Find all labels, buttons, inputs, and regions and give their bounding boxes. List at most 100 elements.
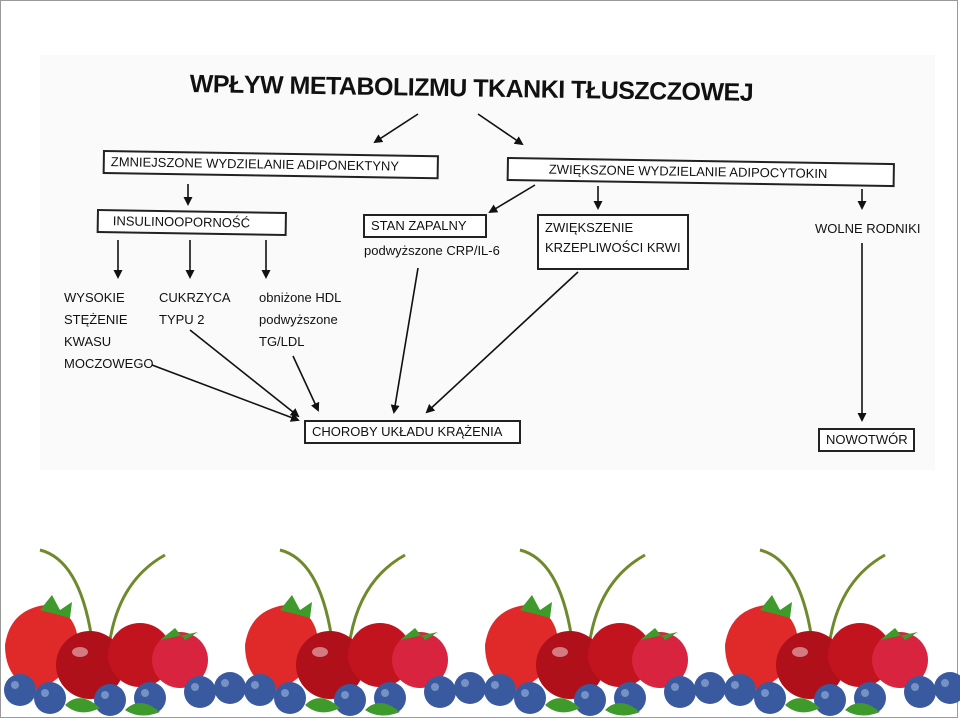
leaf xyxy=(305,698,340,713)
node-lipids-line-1: obniżone HDL xyxy=(259,290,342,305)
blueberry xyxy=(184,676,216,708)
node-type2-diabetes: CUKRZYCA TYPU 2 xyxy=(159,287,231,331)
cherry xyxy=(536,631,604,699)
blueberry-highlight xyxy=(521,689,529,697)
cherry-highlight xyxy=(312,647,328,657)
blueberry-highlight xyxy=(431,683,439,691)
node-diabetes-line-1: CUKRZYCA xyxy=(159,290,231,305)
arrow-inflammation-to-cardio xyxy=(390,267,419,414)
strawberry-leaf xyxy=(40,595,72,618)
cherry-stem xyxy=(759,548,814,641)
node-uric-acid-line-2: STĘŻENIE xyxy=(64,312,128,327)
node-uric-acid-line-3: KWASU xyxy=(64,334,112,349)
blueberry-highlight xyxy=(191,683,199,691)
arrow-title-to-adipocytokines xyxy=(477,113,524,146)
leaf xyxy=(605,702,640,716)
node-uric-acid-line-1: WYSOKIE xyxy=(64,290,125,305)
blueberry-highlight xyxy=(761,689,769,697)
blueberry xyxy=(34,682,66,714)
blueberry xyxy=(664,676,696,708)
blueberry xyxy=(334,684,366,716)
fruit-cluster xyxy=(244,548,486,716)
blueberry xyxy=(694,672,726,704)
node-lipids: obniżone HDL podwyższone TG/LDL xyxy=(259,287,341,353)
blueberry xyxy=(424,676,456,708)
raspberry-leaf xyxy=(880,628,918,640)
node-coagulation-line-2: KRZEPLIWOŚCI KRWI xyxy=(545,240,681,255)
blueberry xyxy=(514,682,546,714)
arrow-lipids-to-cardio xyxy=(292,355,320,412)
arrow-adipocytokines-to-inflammation xyxy=(488,184,536,214)
leaf xyxy=(125,702,160,716)
arrow-diabetes-to-cardio xyxy=(189,329,300,418)
strawberry-leaf xyxy=(280,595,312,618)
leaf xyxy=(845,702,880,716)
cherry-stem xyxy=(519,548,574,641)
cherry-stem xyxy=(348,553,406,641)
blueberry-highlight xyxy=(251,681,259,689)
cherry-stem xyxy=(108,553,166,641)
node-uric-acid-line-4: MOCZOWEGO xyxy=(64,356,154,371)
leaf xyxy=(545,698,580,713)
blueberry-highlight xyxy=(141,689,149,697)
blueberry-highlight xyxy=(41,689,49,697)
cherry-highlight xyxy=(792,647,808,657)
raspberry xyxy=(872,632,928,688)
cherry-highlight xyxy=(552,647,568,657)
blueberry xyxy=(274,682,306,714)
blueberry xyxy=(244,674,276,706)
strawberry-leaf xyxy=(520,595,552,618)
blueberry xyxy=(484,674,516,706)
raspberry-leaf xyxy=(640,628,678,640)
blueberry-highlight xyxy=(461,679,469,687)
raspberry xyxy=(152,632,208,688)
blueberry xyxy=(934,672,960,704)
blueberry xyxy=(4,674,36,706)
node-lipids-line-2: podwyższone xyxy=(259,312,338,327)
node-coagulation-line-1: ZWIĘKSZENIE xyxy=(545,220,634,235)
node-inflammation: STAN ZAPALNY xyxy=(363,214,487,239)
blueberry-highlight xyxy=(581,691,589,699)
leaf xyxy=(785,698,820,713)
node-coagulation: ZWIĘKSZENIE KRZEPLIWOŚCI KRWI xyxy=(537,214,689,270)
blueberry-highlight xyxy=(341,691,349,699)
fruit-cluster xyxy=(724,548,960,716)
blueberry-highlight xyxy=(281,689,289,697)
blueberry-highlight xyxy=(941,679,949,687)
blueberry xyxy=(754,682,786,714)
raspberry xyxy=(392,632,448,688)
raspberry-leaf xyxy=(160,628,198,640)
blueberry xyxy=(94,684,126,716)
cherry-highlight xyxy=(72,647,88,657)
fruit-cluster xyxy=(484,548,726,716)
blueberry-highlight xyxy=(861,689,869,697)
cherry-stem xyxy=(828,553,886,641)
blueberry-highlight xyxy=(671,683,679,691)
leaf xyxy=(365,702,400,716)
blueberry-highlight xyxy=(911,683,919,691)
cherry-stem xyxy=(39,548,94,641)
blueberry-highlight xyxy=(621,689,629,697)
strawberry-leaf xyxy=(760,595,792,618)
blueberry xyxy=(814,684,846,716)
node-free-radicals: WOLNE RODNIKI xyxy=(815,221,921,236)
diagram-panel xyxy=(40,55,935,470)
node-diabetes-line-2: TYPU 2 xyxy=(159,312,205,327)
fruit-border xyxy=(4,548,960,716)
raspberry xyxy=(632,632,688,688)
cherry xyxy=(776,631,844,699)
blueberry-highlight xyxy=(11,681,19,689)
blueberry xyxy=(574,684,606,716)
blueberry xyxy=(904,676,936,708)
cherry xyxy=(296,631,364,699)
blueberry-highlight xyxy=(491,681,499,689)
blueberry xyxy=(214,672,246,704)
node-cardiovascular-disease: CHOROBY UKŁADU KRĄŻENIA xyxy=(304,420,521,445)
node-cancer: NOWOTWÓR xyxy=(818,428,915,453)
fruit-cluster xyxy=(4,548,246,716)
node-inflammation-detail: podwyższone CRP/IL-6 xyxy=(364,243,500,258)
leaf xyxy=(65,698,100,713)
cherry xyxy=(56,631,124,699)
